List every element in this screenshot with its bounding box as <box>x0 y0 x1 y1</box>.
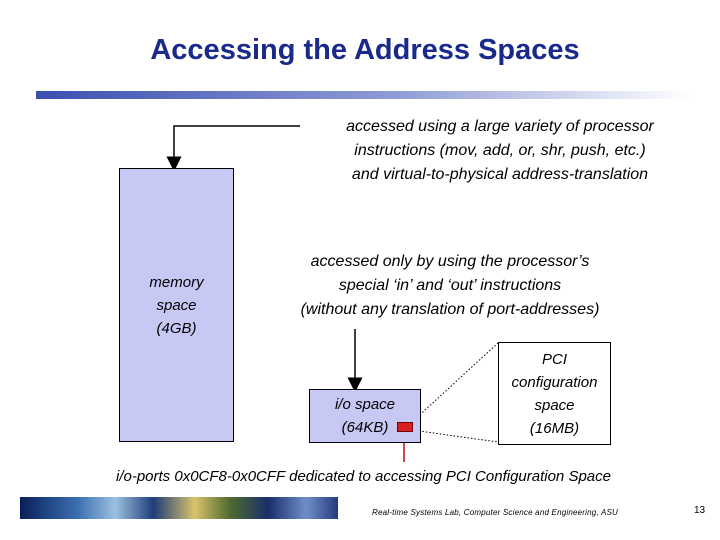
memory-space-label: memory <box>149 271 203 294</box>
memory-access-description: accessed using a large variety of proces… <box>300 115 700 187</box>
memory-access-line: instructions (mov, add, or, shr, push, e… <box>300 139 700 163</box>
io-space-label: i/o space <box>335 393 395 416</box>
memory-space-label: space <box>156 294 196 317</box>
pci-link-top-dotted-line <box>412 343 498 422</box>
memory-space-label: (4GB) <box>156 317 196 340</box>
footer-banner-image <box>20 497 338 519</box>
memory-access-arrow <box>174 126 300 164</box>
pci-space-label: PCI <box>542 348 567 371</box>
pci-link-bottom-dotted-line <box>412 430 498 442</box>
memory-access-line: accessed using a large variety of proces… <box>300 115 700 139</box>
io-ports-note: i/o-ports 0x0CF8-0x0CFF dedicated to acc… <box>116 465 656 489</box>
pci-space-label: (16MB) <box>530 417 579 440</box>
io-space-label: (64KB) <box>342 416 389 439</box>
pci-config-space-box: PCI configuration space (16MB) <box>498 342 611 445</box>
pci-space-label: space <box>534 394 574 417</box>
footer-credit: Real-time Systems Lab, Computer Science … <box>372 508 618 517</box>
io-access-line: accessed only by using the processor’s <box>240 250 660 274</box>
pci-space-label: configuration <box>512 371 598 394</box>
io-access-description: accessed only by using the processor’s s… <box>240 250 660 322</box>
memory-access-line: and virtual-to-physical address-translat… <box>300 163 700 187</box>
io-access-line: special ‘in’ and ‘out’ instructions <box>240 274 660 298</box>
io-space-box: i/o space (64KB) <box>309 389 421 443</box>
io-access-line: (without any translation of port-address… <box>240 298 660 322</box>
pci-config-port-marker <box>397 422 413 432</box>
memory-space-box: memory space (4GB) <box>119 168 234 442</box>
page-number: 13 <box>694 505 705 516</box>
